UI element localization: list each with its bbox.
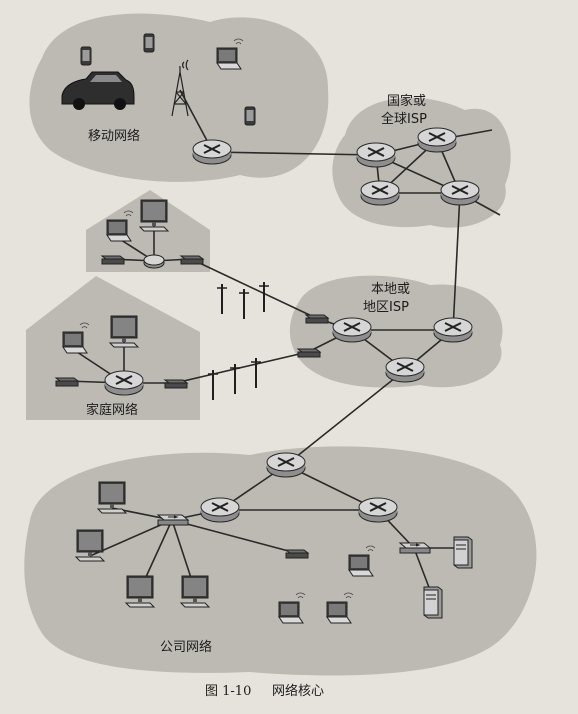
figure-number: 图 1-10 (205, 684, 251, 699)
figure-title: 网络核心 (272, 683, 324, 699)
home-network-label: 家庭网络 (86, 402, 138, 418)
global-isp-label-line2: 全球ISP (381, 111, 427, 127)
utility-pole-icon (207, 281, 270, 401)
regional-isp-cloud (289, 275, 503, 388)
enterprise-network-cloud (24, 446, 537, 676)
home-router-icon (143, 254, 165, 269)
car-icon (61, 71, 135, 110)
enterprise-network-label: 公司网络 (160, 639, 212, 655)
mobile-network-label: 移动网络 (88, 128, 140, 144)
regional-isp-label-line1: 本地或 (371, 282, 410, 297)
global-isp-label-line1: 国家或 (387, 93, 426, 109)
regional-isp-label-line2: 地区ISP (363, 300, 409, 315)
cell-tower-icon (171, 59, 189, 117)
home-network-2-house (26, 276, 200, 420)
